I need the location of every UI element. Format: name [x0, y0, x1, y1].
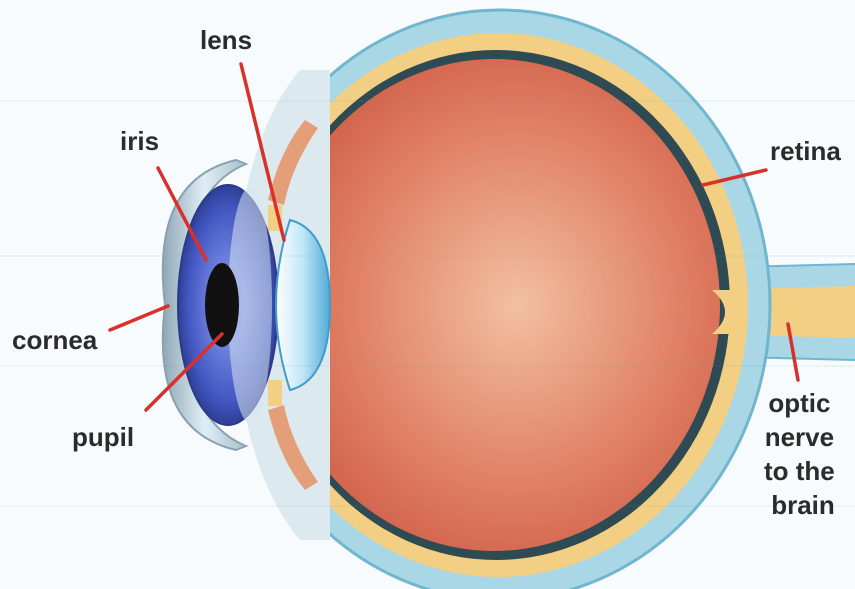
optic-nerve-label-line-4: brain [771, 490, 835, 520]
lens-label: lens [200, 25, 252, 55]
optic-nerve-label-line-2: nerve [765, 422, 834, 452]
cornea-leader-line [110, 306, 168, 330]
optic-nerve-label-line-1: optic [768, 388, 830, 418]
pupil-label: pupil [72, 422, 134, 452]
optic-nerve-label: optic nerve to the brain [764, 388, 842, 520]
cornea-label: cornea [12, 325, 98, 355]
vitreous-body [268, 59, 720, 551]
zonule-bottom [268, 380, 282, 406]
retina-label: retina [770, 136, 841, 166]
iris-label: iris [120, 126, 159, 156]
optic-nerve-label-line-3: to the [764, 456, 835, 486]
